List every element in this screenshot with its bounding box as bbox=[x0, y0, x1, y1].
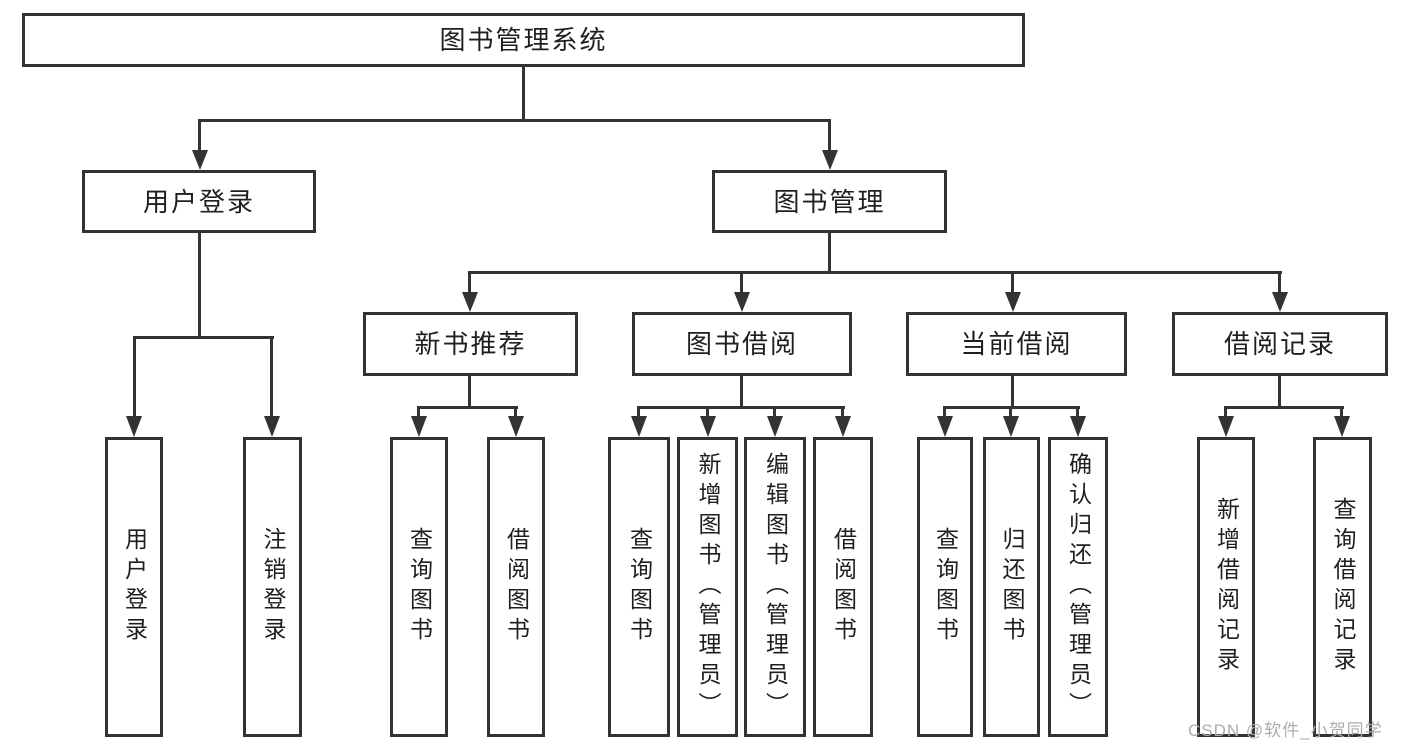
connector-borrow-records-stem bbox=[1278, 376, 1281, 409]
node-book-management-label: 图书管理 bbox=[773, 186, 886, 217]
arrowhead-leaf bbox=[1070, 416, 1086, 437]
arrowhead-new-book bbox=[462, 292, 478, 312]
leaf-logout: 注销登录 bbox=[243, 437, 302, 737]
arrowhead-leaf bbox=[937, 416, 953, 437]
connector-new-book-stem bbox=[468, 376, 471, 409]
node-borrow-records: 借阅记录 bbox=[1172, 312, 1388, 376]
connector-to-current-borrow bbox=[1011, 274, 1014, 294]
arrowhead-leaf bbox=[1334, 416, 1350, 437]
node-current-borrow: 当前借阅 bbox=[906, 312, 1127, 376]
leaf-edit-book-admin: 编辑图书（管理员） bbox=[744, 437, 806, 737]
connector-new-book-split bbox=[417, 406, 518, 409]
node-library-system: 图书管理系统 bbox=[22, 13, 1025, 67]
leaf-logout-label: 注销登录 bbox=[260, 527, 286, 647]
leaf-confirm-return-admin-label: 确认归还（管理员） bbox=[1065, 452, 1092, 722]
leaf-return-books: 归还图书 bbox=[983, 437, 1040, 737]
connector-drop bbox=[1009, 409, 1012, 418]
connector-book-borrow-split bbox=[637, 406, 845, 409]
node-borrow-records-label: 借阅记录 bbox=[1223, 329, 1336, 359]
connector-drop bbox=[773, 409, 776, 418]
arrowhead-book-management bbox=[822, 150, 838, 170]
connector-drop bbox=[1224, 409, 1227, 418]
connector-drop bbox=[637, 409, 640, 418]
leaf-user-login: 用户登录 bbox=[105, 437, 163, 737]
connector-user-login-split bbox=[133, 336, 274, 339]
leaf-query-books-borrow-label: 查询图书 bbox=[626, 527, 653, 647]
arrowhead-book-borrow bbox=[734, 292, 750, 312]
arrowhead-leaf bbox=[835, 416, 851, 437]
connector-user-login-stem bbox=[198, 233, 201, 339]
arrowhead-leaf bbox=[700, 416, 716, 437]
leaf-borrow-books-label: 借阅图书 bbox=[830, 527, 857, 647]
arrowhead-leaf bbox=[1218, 416, 1234, 437]
connector-borrow-records-split bbox=[1224, 406, 1344, 409]
node-book-borrow-label: 图书借阅 bbox=[685, 329, 798, 359]
connector-drop bbox=[514, 409, 517, 418]
leaf-confirm-return-admin: 确认归还（管理员） bbox=[1048, 437, 1108, 737]
node-user-login-label: 用户登录 bbox=[142, 186, 255, 217]
connector-drop bbox=[417, 409, 420, 418]
connector-to-leaf-logout bbox=[270, 339, 273, 416]
arrowhead-user-login bbox=[192, 150, 208, 170]
node-current-borrow-label: 当前借阅 bbox=[960, 329, 1073, 359]
leaf-query-books-current: 查询图书 bbox=[917, 437, 973, 737]
leaf-borrow-books-recommend: 借阅图书 bbox=[487, 437, 545, 737]
arrowhead-leaf bbox=[631, 416, 647, 437]
leaf-query-books-borrow: 查询图书 bbox=[608, 437, 670, 737]
leaf-edit-book-admin-label: 编辑图书（管理员） bbox=[762, 452, 789, 722]
connector-root-split bbox=[198, 119, 831, 122]
node-new-book-recommend-label: 新书推荐 bbox=[414, 329, 527, 359]
leaf-add-book-admin-label: 新增图书（管理员） bbox=[695, 452, 721, 722]
connector-book-borrow-stem bbox=[740, 376, 743, 409]
connector-to-book-management bbox=[828, 122, 831, 152]
connector-drop bbox=[1076, 409, 1079, 418]
node-book-management: 图书管理 bbox=[712, 170, 947, 233]
connector-current-borrow-stem bbox=[1011, 376, 1014, 409]
leaf-query-borrow-record: 查询借阅记录 bbox=[1313, 437, 1372, 737]
connector-root-stem bbox=[522, 67, 525, 121]
leaf-query-borrow-record-label: 查询借阅记录 bbox=[1330, 497, 1356, 677]
leaf-query-books-recommend: 查询图书 bbox=[390, 437, 448, 737]
leaf-borrow-books-recommend-label: 借阅图书 bbox=[503, 527, 530, 647]
connector-drop bbox=[706, 409, 709, 418]
connector-current-borrow-split bbox=[943, 406, 1080, 409]
leaf-add-book-admin: 新增图书（管理员） bbox=[677, 437, 738, 737]
connector-to-new-book bbox=[468, 274, 471, 294]
node-user-login: 用户登录 bbox=[82, 170, 316, 233]
connector-book-management-split bbox=[468, 271, 1282, 274]
leaf-return-books-label: 归还图书 bbox=[999, 527, 1025, 647]
node-book-borrow: 图书借阅 bbox=[632, 312, 852, 376]
connector-drop bbox=[841, 409, 844, 418]
arrowhead-leaf-logout bbox=[264, 416, 280, 437]
leaf-user-login-label: 用户登录 bbox=[121, 527, 148, 647]
arrowhead-leaf bbox=[508, 416, 524, 437]
connector-to-borrow-records bbox=[1278, 274, 1281, 294]
arrowhead-leaf bbox=[767, 416, 783, 437]
leaf-add-borrow-record: 新增借阅记录 bbox=[1197, 437, 1255, 737]
connector-drop bbox=[943, 409, 946, 418]
connector-to-leaf-user-login bbox=[133, 339, 136, 416]
node-new-book-recommend: 新书推荐 bbox=[363, 312, 578, 376]
connector-to-user-login bbox=[198, 122, 201, 152]
leaf-query-books-current-label: 查询图书 bbox=[932, 527, 959, 647]
node-library-system-label: 图书管理系统 bbox=[439, 25, 608, 55]
arrowhead-leaf bbox=[411, 416, 427, 437]
arrowhead-leaf bbox=[1003, 416, 1019, 437]
connector-to-book-borrow bbox=[740, 274, 743, 294]
watermark-text: CSDN @软件_小贺同学 bbox=[1188, 721, 1383, 740]
arrowhead-leaf-user-login bbox=[126, 416, 142, 437]
connector-drop bbox=[1340, 409, 1343, 418]
leaf-borrow-books: 借阅图书 bbox=[813, 437, 873, 737]
connector-book-management-stem bbox=[828, 233, 831, 274]
leaf-add-borrow-record-label: 新增借阅记录 bbox=[1213, 497, 1240, 677]
arrowhead-current-borrow bbox=[1005, 292, 1021, 312]
leaf-query-books-recommend-label: 查询图书 bbox=[406, 527, 433, 647]
arrowhead-borrow-records bbox=[1272, 292, 1288, 312]
